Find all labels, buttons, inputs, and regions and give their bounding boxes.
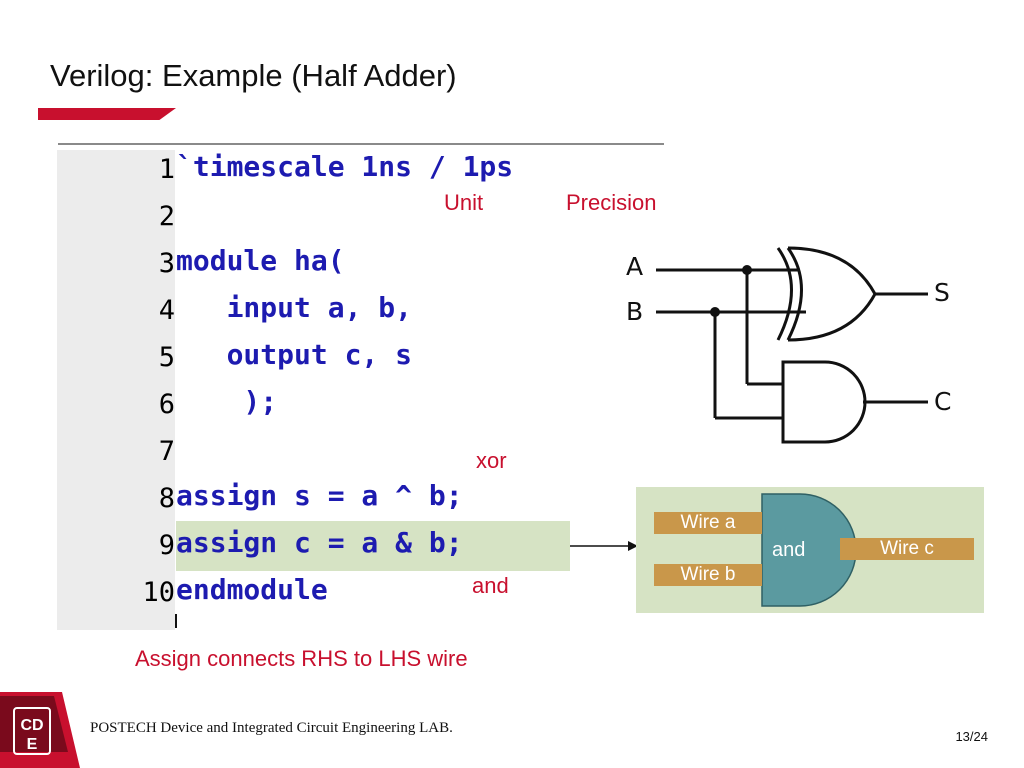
line-number: 9	[158, 530, 175, 561]
footer-lab-name: POSTECH Device and Integrated Circuit En…	[90, 720, 453, 736]
line-number: 5	[158, 342, 175, 373]
wire-b: Wire b	[654, 564, 762, 586]
text-cursor	[175, 614, 177, 628]
svg-text:CD: CD	[20, 717, 43, 734]
arrow-icon	[570, 541, 638, 551]
line-number: 7	[158, 436, 175, 467]
highlighted-line	[176, 521, 570, 571]
half-adder-schematic	[656, 246, 928, 444]
xor-annotation: xor	[476, 448, 507, 473]
code-line: output c, s	[176, 338, 413, 371]
input-a-label: A	[626, 252, 644, 281]
cde-logo: CD E	[8, 700, 58, 760]
line-number-gutter: 1 2 3 4 5 6 7 8 9 10	[57, 150, 175, 630]
page-number: 13/24	[955, 729, 988, 744]
input-b-label: B	[626, 297, 644, 326]
title-accent-bar	[38, 108, 176, 120]
line-number: 1	[158, 154, 175, 185]
output-s-label: S	[934, 278, 950, 307]
wire-a: Wire a	[654, 512, 762, 534]
line-number: 4	[158, 295, 175, 326]
svg-text:E: E	[27, 736, 38, 753]
code-line: );	[176, 385, 278, 418]
line-number: 8	[158, 483, 175, 514]
and-annotation: and	[472, 573, 509, 598]
line-number: 3	[158, 248, 175, 279]
output-c-label: C	[934, 387, 952, 416]
assign-note: Assign connects RHS to LHS wire	[135, 646, 468, 671]
precision-annotation: Precision	[566, 190, 657, 215]
unit-annotation: Unit	[444, 190, 484, 215]
and-wire-diagram: Wire a Wire b Wire c and	[636, 487, 984, 613]
code-top-rule	[58, 143, 664, 145]
code-line: assign c = a & b;	[176, 526, 463, 559]
line-number: 2	[158, 201, 175, 232]
line-number: 10	[142, 577, 175, 608]
code-line: `timescale 1ns / 1ps	[176, 150, 514, 183]
code-line: module ha(	[176, 244, 345, 277]
slide-title: Verilog: Example (Half Adder)	[50, 58, 457, 93]
and-gate-label: and	[772, 539, 806, 561]
line-number: 6	[158, 389, 175, 420]
code-line: endmodule	[176, 573, 328, 606]
code-line: input a, b,	[176, 291, 413, 324]
code-line: assign s = a ^ b;	[176, 479, 463, 512]
wire-c: Wire c	[840, 538, 974, 560]
